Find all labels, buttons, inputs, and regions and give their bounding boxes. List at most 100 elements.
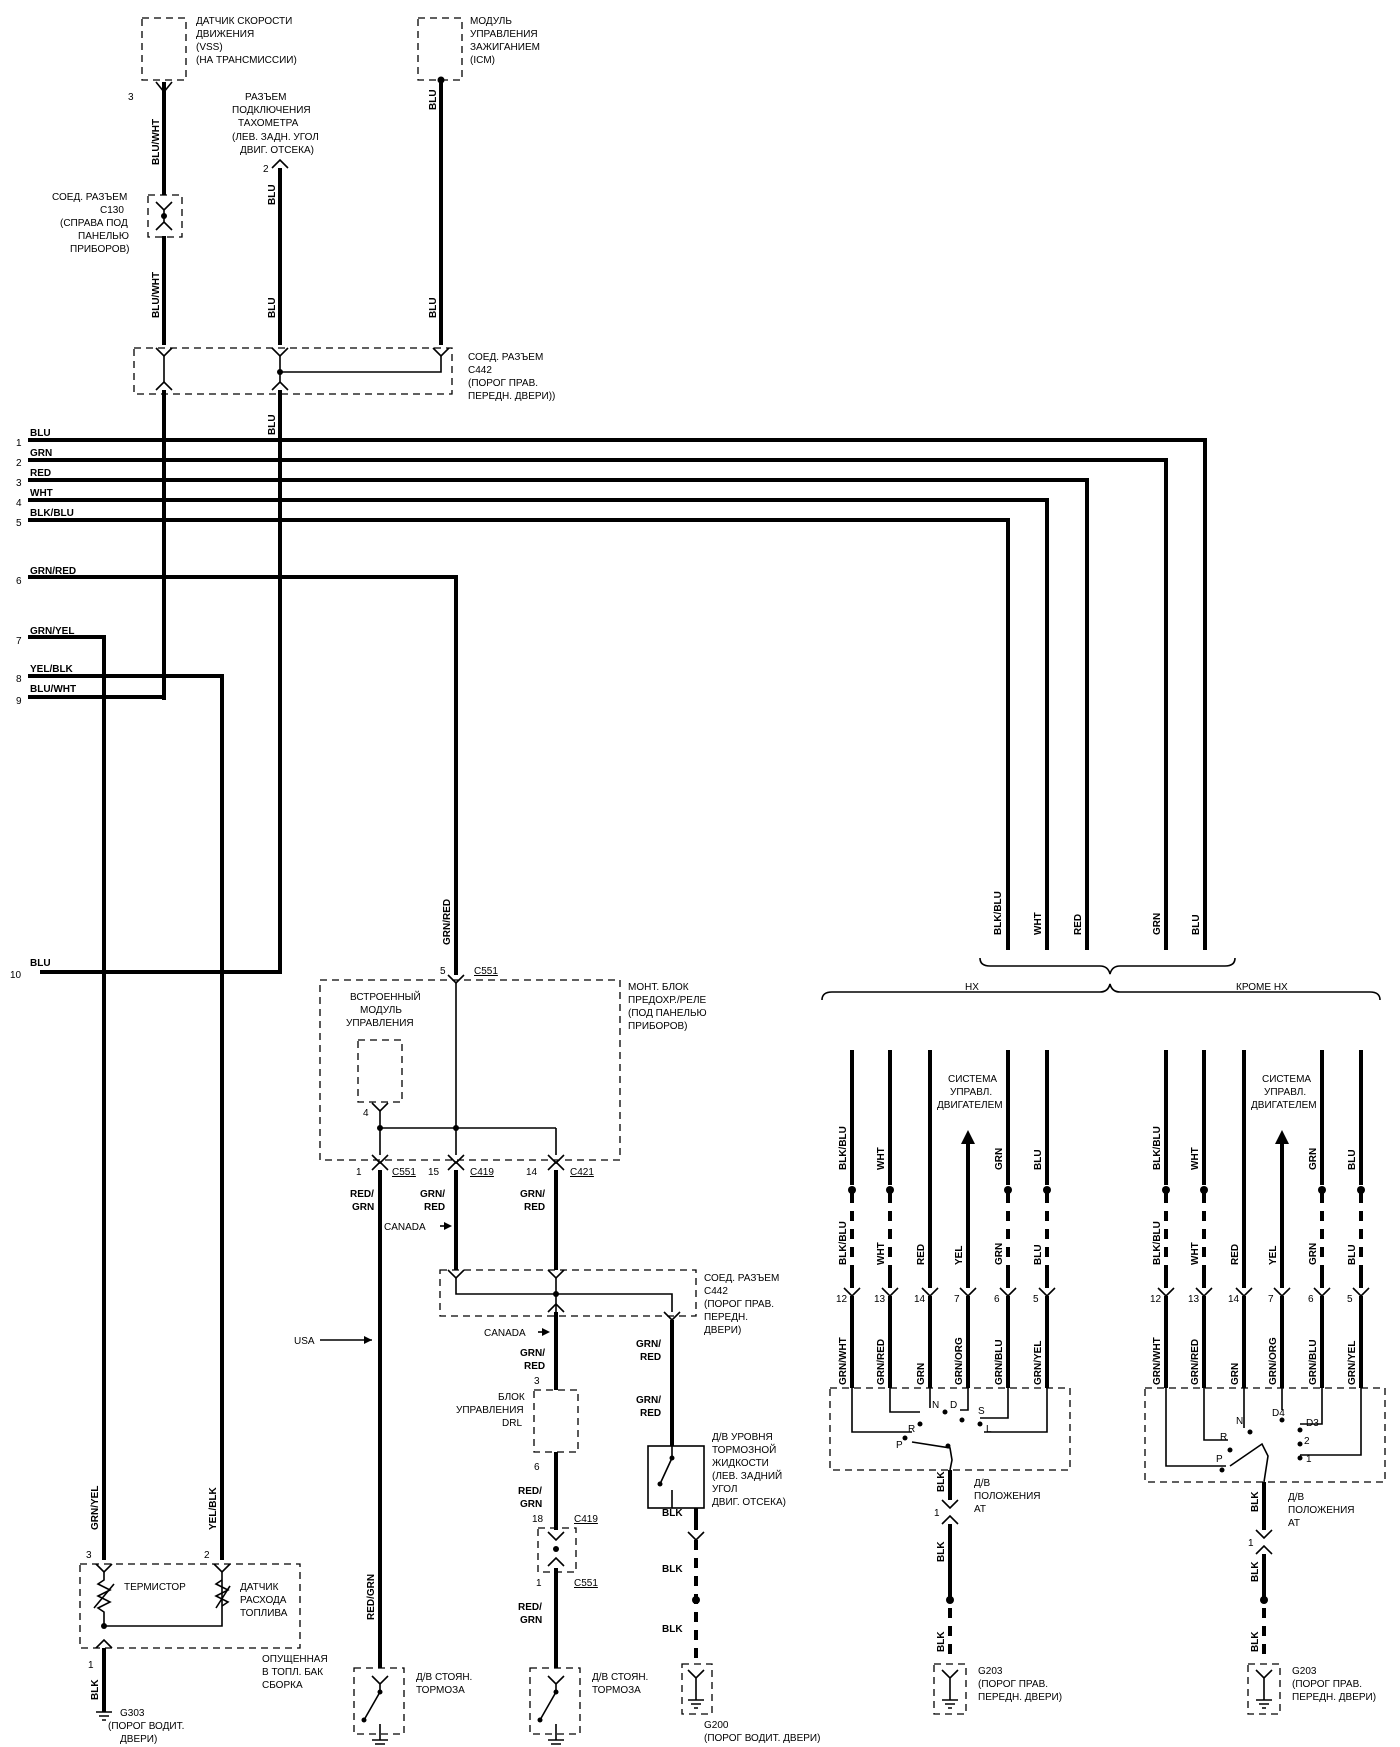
svg-text:4: 4 — [16, 498, 22, 509]
svg-text:R: R — [908, 1424, 915, 1435]
svg-text:ПЕРЕДН. ДВЕРИ)): ПЕРЕДН. ДВЕРИ)) — [468, 391, 555, 402]
svg-text:BLU: BLU — [428, 89, 439, 110]
svg-text:(VSS): (VSS) — [196, 42, 223, 53]
g200-box — [681, 1663, 713, 1715]
svg-text:УПРАВЛ.: УПРАВЛ. — [1264, 1087, 1306, 1098]
svg-text:6: 6 — [1308, 1294, 1314, 1305]
svg-text:СОЕД. РАЗЪЕМ: СОЕД. РАЗЪЕМ — [704, 1273, 779, 1284]
svg-text:ПОДКЛЮЧЕНИЯ: ПОДКЛЮЧЕНИЯ — [232, 105, 311, 116]
svg-text:BLK: BLK — [90, 1679, 101, 1700]
svg-text:ПЕРЕДН. ДВЕРИ): ПЕРЕДН. ДВЕРИ) — [978, 1692, 1062, 1703]
tach-label: РАЗЪЕМ ПОДКЛЮЧЕНИЯ ТАХОМЕТРА (ЛЕВ. ЗАДН.… — [232, 92, 319, 156]
svg-text:МОДУЛЬ: МОДУЛЬ — [470, 16, 512, 27]
svg-text:(СПРАВА ПОД: (СПРАВА ПОД — [60, 218, 128, 229]
svg-text:ПОЛОЖЕНИЯ: ПОЛОЖЕНИЯ — [1288, 1505, 1355, 1516]
hx-section: СИСТЕМА УПРАВЛ. ДВИГАТЕЛЕМ BLK/BLU WHT G… — [829, 1050, 1071, 1715]
svg-text:РАСХОДА: РАСХОДА — [240, 1595, 287, 1606]
svg-text:GRN/BLU: GRN/BLU — [994, 1339, 1005, 1385]
svg-text:AT: AT — [974, 1504, 986, 1515]
module-label: ВСТРОЕННЫЙ МОДУЛЬ УПРАВЛЕНИЯ — [346, 990, 421, 1029]
svg-text:BLU/WHT: BLU/WHT — [151, 119, 162, 165]
svg-text:GRN: GRN — [1152, 913, 1163, 935]
svg-text:МОНТ. БЛОК: МОНТ. БЛОК — [628, 982, 689, 993]
svg-text:G203: G203 — [978, 1666, 1003, 1677]
svg-text:ДВИГ. ОТСЕКА): ДВИГ. ОТСЕКА) — [240, 145, 314, 156]
svg-text:BLK/BLU: BLK/BLU — [838, 1221, 849, 1265]
hx-at-switch-box — [829, 1387, 1071, 1471]
svg-text:BLU: BLU — [267, 184, 278, 205]
svg-text:RED: RED — [424, 1202, 445, 1213]
svg-text:Д/В: Д/В — [974, 1478, 991, 1489]
svg-text:G203: G203 — [1292, 1666, 1317, 1677]
svg-text:(ПОРОГ ПРАВ.: (ПОРОГ ПРАВ. — [704, 1299, 774, 1310]
svg-text:BLU: BLU — [1347, 1149, 1358, 1170]
svg-text:BLK/BLU: BLK/BLU — [993, 891, 1004, 935]
svg-text:ДВЕРИ): ДВЕРИ) — [704, 1325, 741, 1336]
icm-box — [417, 17, 463, 81]
svg-text:C551: C551 — [474, 966, 498, 977]
svg-text:C421: C421 — [570, 1167, 594, 1178]
svg-text:GRN/ORG: GRN/ORG — [1268, 1337, 1279, 1385]
svg-text:GRN/RED: GRN/RED — [442, 899, 453, 945]
svg-text:(ЛЕВ. ЗАДН. УГОЛ: (ЛЕВ. ЗАДН. УГОЛ — [232, 132, 319, 143]
svg-text:D: D — [950, 1400, 957, 1411]
svg-text:5: 5 — [1347, 1294, 1353, 1305]
hx-label: HX — [965, 982, 979, 993]
svg-text:GRN/RED: GRN/RED — [30, 566, 76, 577]
svg-text:C419: C419 — [574, 1514, 598, 1525]
svg-text:СОЕД. РАЗЪЕМ: СОЕД. РАЗЪЕМ — [468, 352, 543, 363]
svg-text:2: 2 — [204, 1550, 210, 1561]
svg-text:СИСТЕМА: СИСТЕМА — [1262, 1074, 1311, 1085]
svg-text:GRN: GRN — [1230, 1363, 1241, 1385]
svg-text:Д/В УРОВНЯ: Д/В УРОВНЯ — [712, 1432, 773, 1443]
svg-text:БЛОК: БЛОК — [498, 1392, 525, 1403]
svg-text:5: 5 — [440, 966, 446, 977]
svg-text:1: 1 — [934, 1508, 940, 1519]
svg-text:RED/: RED/ — [350, 1189, 374, 1200]
svg-text:ДВИГАТЕЛЕМ: ДВИГАТЕЛЕМ — [1251, 1100, 1317, 1111]
svg-text:3: 3 — [86, 1550, 92, 1561]
g200-label: G200 (ПОРОГ ВОДИТ. ДВЕРИ) — [704, 1720, 820, 1744]
brake-fluid-label: Д/В УРОВНЯ ТОРМОЗНОЙ ЖИДКОСТИ (ЛЕВ. ЗАДН… — [712, 1432, 786, 1508]
svg-text:1: 1 — [1248, 1538, 1254, 1549]
svg-text:BLK: BLK — [1250, 1491, 1261, 1512]
svg-text:ДВИЖЕНИЯ: ДВИЖЕНИЯ — [196, 29, 254, 40]
svg-text:ПЕРЕДН.: ПЕРЕДН. — [704, 1312, 748, 1323]
except-hx-at-label: Д/В ПОЛОЖЕНИЯ AT — [1288, 1492, 1355, 1529]
svg-text:WHT: WHT — [1033, 912, 1044, 935]
svg-text:5: 5 — [16, 518, 22, 529]
svg-text:CANADA: CANADA — [384, 1222, 426, 1233]
park-brake-left-label: Д/В СТОЯН. ТОРМОЗА — [416, 1672, 472, 1696]
svg-text:УПРАВЛЕНИЯ: УПРАВЛЕНИЯ — [470, 29, 538, 40]
svg-text:AT: AT — [1288, 1518, 1300, 1529]
svg-text:BLK/BLU: BLK/BLU — [838, 1126, 849, 1170]
svg-text:(ICM): (ICM) — [470, 55, 495, 66]
svg-text:ДАТЧИК СКОРОСТИ: ДАТЧИК СКОРОСТИ — [196, 16, 292, 27]
svg-text:(ЛЕВ. ЗАДНИЙ: (ЛЕВ. ЗАДНИЙ — [712, 1469, 782, 1482]
svg-text:13: 13 — [874, 1294, 886, 1305]
c130-label: СОЕД. РАЗЪЕМ C130 (СПРАВА ПОД ПАНЕЛЬЮ ПР… — [52, 192, 130, 255]
svg-text:(ПОРОГ ВОДИТ.: (ПОРОГ ВОДИТ. — [108, 1721, 184, 1732]
svg-text:7: 7 — [16, 636, 22, 647]
svg-text:МОДУЛЬ: МОДУЛЬ — [360, 1005, 402, 1016]
except-hx-g203-label: G203 (ПОРОГ ПРАВ. ПЕРЕДН. ДВЕРИ) — [1292, 1666, 1376, 1703]
svg-text:L: L — [986, 1424, 992, 1435]
svg-text:YEL: YEL — [1268, 1246, 1279, 1265]
vss-label: ДАТЧИК СКОРОСТИ ДВИЖЕНИЯ (VSS) (НА ТРАНС… — [196, 16, 297, 66]
c442-top-box — [133, 347, 453, 395]
svg-text:BLK: BLK — [936, 1471, 947, 1492]
svg-text:BLK: BLK — [1250, 1561, 1261, 1582]
svg-text:BLU: BLU — [267, 414, 278, 435]
c442-lower-label: СОЕД. РАЗЪЕМ C442 (ПОРОГ ПРАВ. ПЕРЕДН. Д… — [704, 1273, 779, 1336]
svg-text:ТОРМОЗНОЙ: ТОРМОЗНОЙ — [712, 1443, 776, 1456]
svg-text:(НА ТРАНСМИССИИ): (НА ТРАНСМИССИИ) — [196, 55, 297, 66]
svg-text:3: 3 — [16, 478, 22, 489]
terminal-list: 1 BLU 2 GRN 3 RED 4 WHT 5 BLK/BLU 6 GRN/… — [10, 428, 76, 981]
svg-text:BLU/WHT: BLU/WHT — [151, 272, 162, 318]
svg-text:СБОРКА: СБОРКА — [262, 1680, 303, 1691]
svg-text:BLK: BLK — [1250, 1631, 1261, 1652]
fuel-tank-box — [79, 1563, 301, 1649]
svg-text:DRL: DRL — [502, 1418, 522, 1429]
svg-text:ДВЕРИ): ДВЕРИ) — [120, 1734, 157, 1745]
svg-text:ТОРМОЗА: ТОРМОЗА — [416, 1685, 465, 1696]
